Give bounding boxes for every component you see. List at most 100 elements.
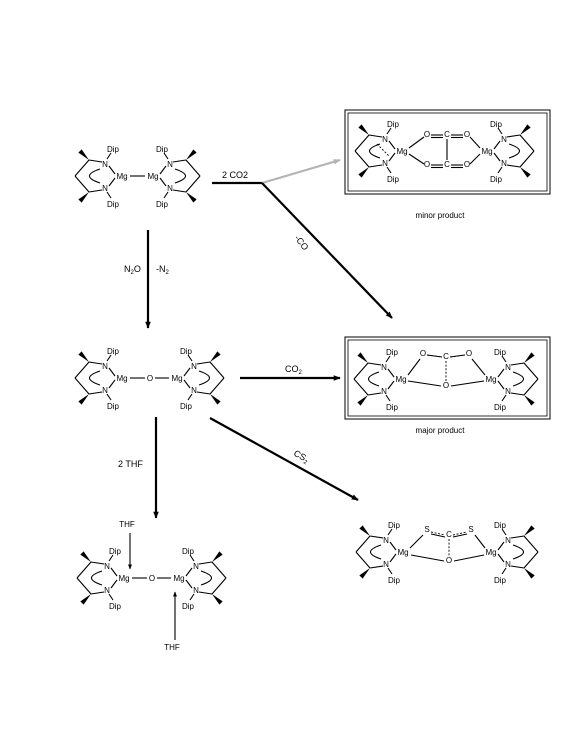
bond xyxy=(469,136,481,149)
bond xyxy=(387,528,393,536)
methyl-wedge-bottom xyxy=(358,167,369,178)
bond xyxy=(196,361,211,365)
bond xyxy=(106,393,112,401)
bond xyxy=(523,378,539,396)
delocalized-bond xyxy=(198,370,211,386)
nitrogen-bottom: N xyxy=(102,386,108,395)
methyl-wedge-top xyxy=(212,551,223,562)
bond xyxy=(501,567,507,575)
oxalate-o1: O xyxy=(424,130,430,139)
methyl-wedge-bottom xyxy=(520,167,531,178)
dip-top: Dip xyxy=(386,348,399,357)
methyl-wedge-bottom xyxy=(524,568,535,579)
bond xyxy=(354,134,370,152)
nitrogen-bottom: N xyxy=(167,184,173,193)
bond xyxy=(387,368,395,378)
dip-top: Dip xyxy=(494,521,507,530)
nitrogen-top: N xyxy=(193,562,199,571)
bond xyxy=(368,164,383,168)
bond xyxy=(185,175,201,193)
bond xyxy=(209,361,225,379)
bond xyxy=(506,164,521,168)
reagent-minus-co: -CO xyxy=(292,233,310,252)
nitrogen-top: N xyxy=(102,160,108,169)
molecules: NNDipDipMgNNDipDipMgNNDipDipMgNNDipDipMg… xyxy=(74,120,539,652)
methyl-wedge-top xyxy=(78,351,89,362)
delocalized-bond xyxy=(90,570,103,586)
sulfur-1: S xyxy=(424,525,429,534)
cs-carbon: C xyxy=(446,530,452,539)
bond xyxy=(90,561,105,565)
bond xyxy=(108,554,114,562)
bond xyxy=(369,535,384,539)
magnesium: Mg xyxy=(171,374,182,383)
oxalate-c1: C xyxy=(444,130,450,139)
bond xyxy=(108,593,114,601)
bond xyxy=(389,553,397,563)
nitrogen-top: N xyxy=(383,536,389,545)
oxygen-bridge: O xyxy=(446,556,452,565)
sulfur-2: S xyxy=(468,525,473,534)
bond xyxy=(159,165,167,175)
bond xyxy=(430,533,446,538)
delocalized-bond xyxy=(174,168,187,184)
bond xyxy=(519,134,535,152)
nitrogen-top: N xyxy=(191,362,197,371)
magnesium: Mg xyxy=(395,375,406,384)
nitrogen-bottom: N xyxy=(501,159,507,168)
dip-bottom: Dip xyxy=(388,576,401,585)
dip-top: Dip xyxy=(156,145,169,154)
nitrogen-bottom: N xyxy=(193,586,199,595)
bond xyxy=(187,393,193,401)
delocalized-bond xyxy=(508,143,521,159)
bond xyxy=(523,535,539,553)
oxygen-bridge: O xyxy=(147,374,153,383)
bond xyxy=(497,380,505,390)
methyl-wedge-bottom xyxy=(359,568,370,579)
carbonate-o1: O xyxy=(420,349,426,358)
oxygen-bridge: O xyxy=(149,574,155,583)
delocalized-bond xyxy=(88,370,101,386)
bond xyxy=(211,577,227,595)
bond xyxy=(183,379,191,389)
bond xyxy=(106,354,112,362)
nitrogen-bottom: N xyxy=(191,386,197,395)
magnesium: Mg xyxy=(396,147,407,156)
nitrogen-bottom: N xyxy=(505,560,511,569)
bond xyxy=(493,152,501,162)
nitrogen-top: N xyxy=(501,135,507,144)
methyl-wedge-bottom xyxy=(80,594,91,605)
nitrogen-bottom: N xyxy=(382,159,388,168)
bond xyxy=(88,361,103,365)
bond xyxy=(76,561,92,579)
bond xyxy=(106,191,112,199)
dip-top: Dip xyxy=(109,547,122,556)
bond xyxy=(172,189,187,193)
bond xyxy=(426,354,443,358)
bond xyxy=(189,593,195,601)
bond xyxy=(452,533,468,538)
methyl-wedge-bottom xyxy=(524,395,535,406)
bond xyxy=(493,140,501,150)
methyl-wedge-bottom xyxy=(186,192,197,203)
dip-top: Dip xyxy=(180,347,193,356)
delocalized-bond xyxy=(368,143,381,159)
methyl-wedge-top xyxy=(210,351,221,362)
nitrogen-top: N xyxy=(102,362,108,371)
bond xyxy=(409,534,424,549)
nitrogen-bottom: N xyxy=(383,560,389,569)
methyl-wedge-top xyxy=(524,352,535,363)
bond xyxy=(355,535,371,553)
bond xyxy=(183,367,191,377)
bond xyxy=(506,134,521,138)
delocalized-bond xyxy=(367,371,380,387)
nitrogen-bottom: N xyxy=(102,184,108,193)
oxalate-o3: O xyxy=(424,160,430,169)
carbonate-o3: O xyxy=(443,381,449,390)
dip-bottom: Dip xyxy=(387,175,400,184)
oxalate-c2: C xyxy=(444,160,450,169)
bond xyxy=(110,567,118,577)
bond xyxy=(353,362,369,380)
